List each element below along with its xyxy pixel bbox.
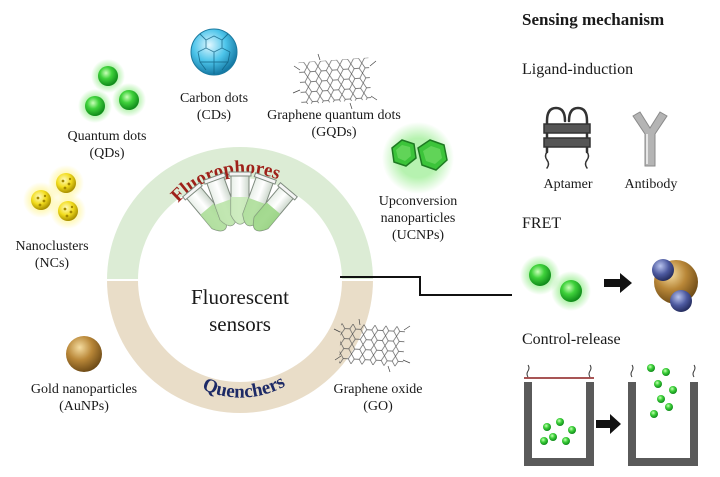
graphene-oxide-label: Graphene oxide (GO) [318, 381, 438, 415]
nc-abbr: (NCs) [34, 256, 70, 271]
aunp-name: Gold nanoparticles [30, 382, 138, 397]
aptamer-label: Aptamer [543, 177, 593, 192]
center-title-line1: Fluorescent [191, 285, 289, 309]
gold-nanoparticles-label: Gold nanoparticles (AuNPs) [14, 381, 154, 415]
upconversion-nanoparticles-icon [382, 122, 454, 194]
ligand-induction-title: Ligand-induction [522, 61, 634, 78]
nc-name: Nanoclusters [15, 239, 89, 254]
graphene-quantum-dots-label: Graphene quantum dots (GQDs) [254, 107, 414, 141]
graphene-quantum-dots-icon [292, 53, 378, 110]
graphene-oxide-icon [333, 318, 411, 373]
upconversion-nanoparticles-label: Upconversion nanoparticles (UCNPs) [360, 193, 476, 244]
aunp-abbr: (AuNPs) [59, 399, 109, 414]
control-release-closed-container-icon [524, 364, 594, 466]
sensing-mechanism-title: Sensing mechanism [522, 10, 665, 29]
go-name: Graphene oxide [333, 382, 423, 397]
gold-nanoparticle-icon [66, 336, 102, 372]
antibody-label: Antibody [624, 177, 678, 192]
fret-arrow-icon [604, 273, 632, 293]
carbon-dots-name: Carbon dots [179, 91, 249, 106]
carbon-dots-abbr: (CDs) [196, 108, 232, 123]
aptamer-icon [543, 106, 591, 169]
center-disc [138, 178, 342, 382]
quantum-dots-icon [78, 59, 146, 123]
ucnp-abbr: (UCNPs) [391, 228, 445, 243]
control-release-arrow-icon [596, 414, 621, 434]
fret-quenched-complex-icon [652, 259, 698, 312]
control-release-title: Control-release [522, 331, 621, 348]
gqd-name: Graphene quantum dots [267, 108, 401, 123]
center-title: Fluorescent sensors [170, 284, 310, 338]
qd-abbr: (QDs) [89, 146, 125, 161]
quantum-dots-label: Quantum dots (QDs) [52, 128, 162, 162]
fret-green-dots-icon [520, 255, 591, 311]
fret-title: FRET [522, 215, 562, 232]
gqd-abbr: (GQDs) [311, 125, 357, 140]
nanoclusters-icon [23, 165, 86, 229]
antibody-icon [632, 111, 668, 167]
nanoclusters-label: Nanoclusters (NCs) [0, 238, 104, 272]
center-title-line2: sensors [209, 312, 271, 336]
go-abbr: (GO) [363, 399, 393, 414]
qd-name: Quantum dots [67, 129, 147, 144]
connector-line [340, 276, 512, 296]
carbon-dot-icon [190, 28, 238, 76]
carbon-dots-label: Carbon dots (CDs) [164, 90, 264, 124]
ucnp-name: Upconversion [378, 194, 458, 209]
ucnp-name2: nanoparticles [380, 211, 456, 226]
test-tubes-icon [182, 171, 298, 232]
control-release-open-container-icon [628, 364, 698, 466]
